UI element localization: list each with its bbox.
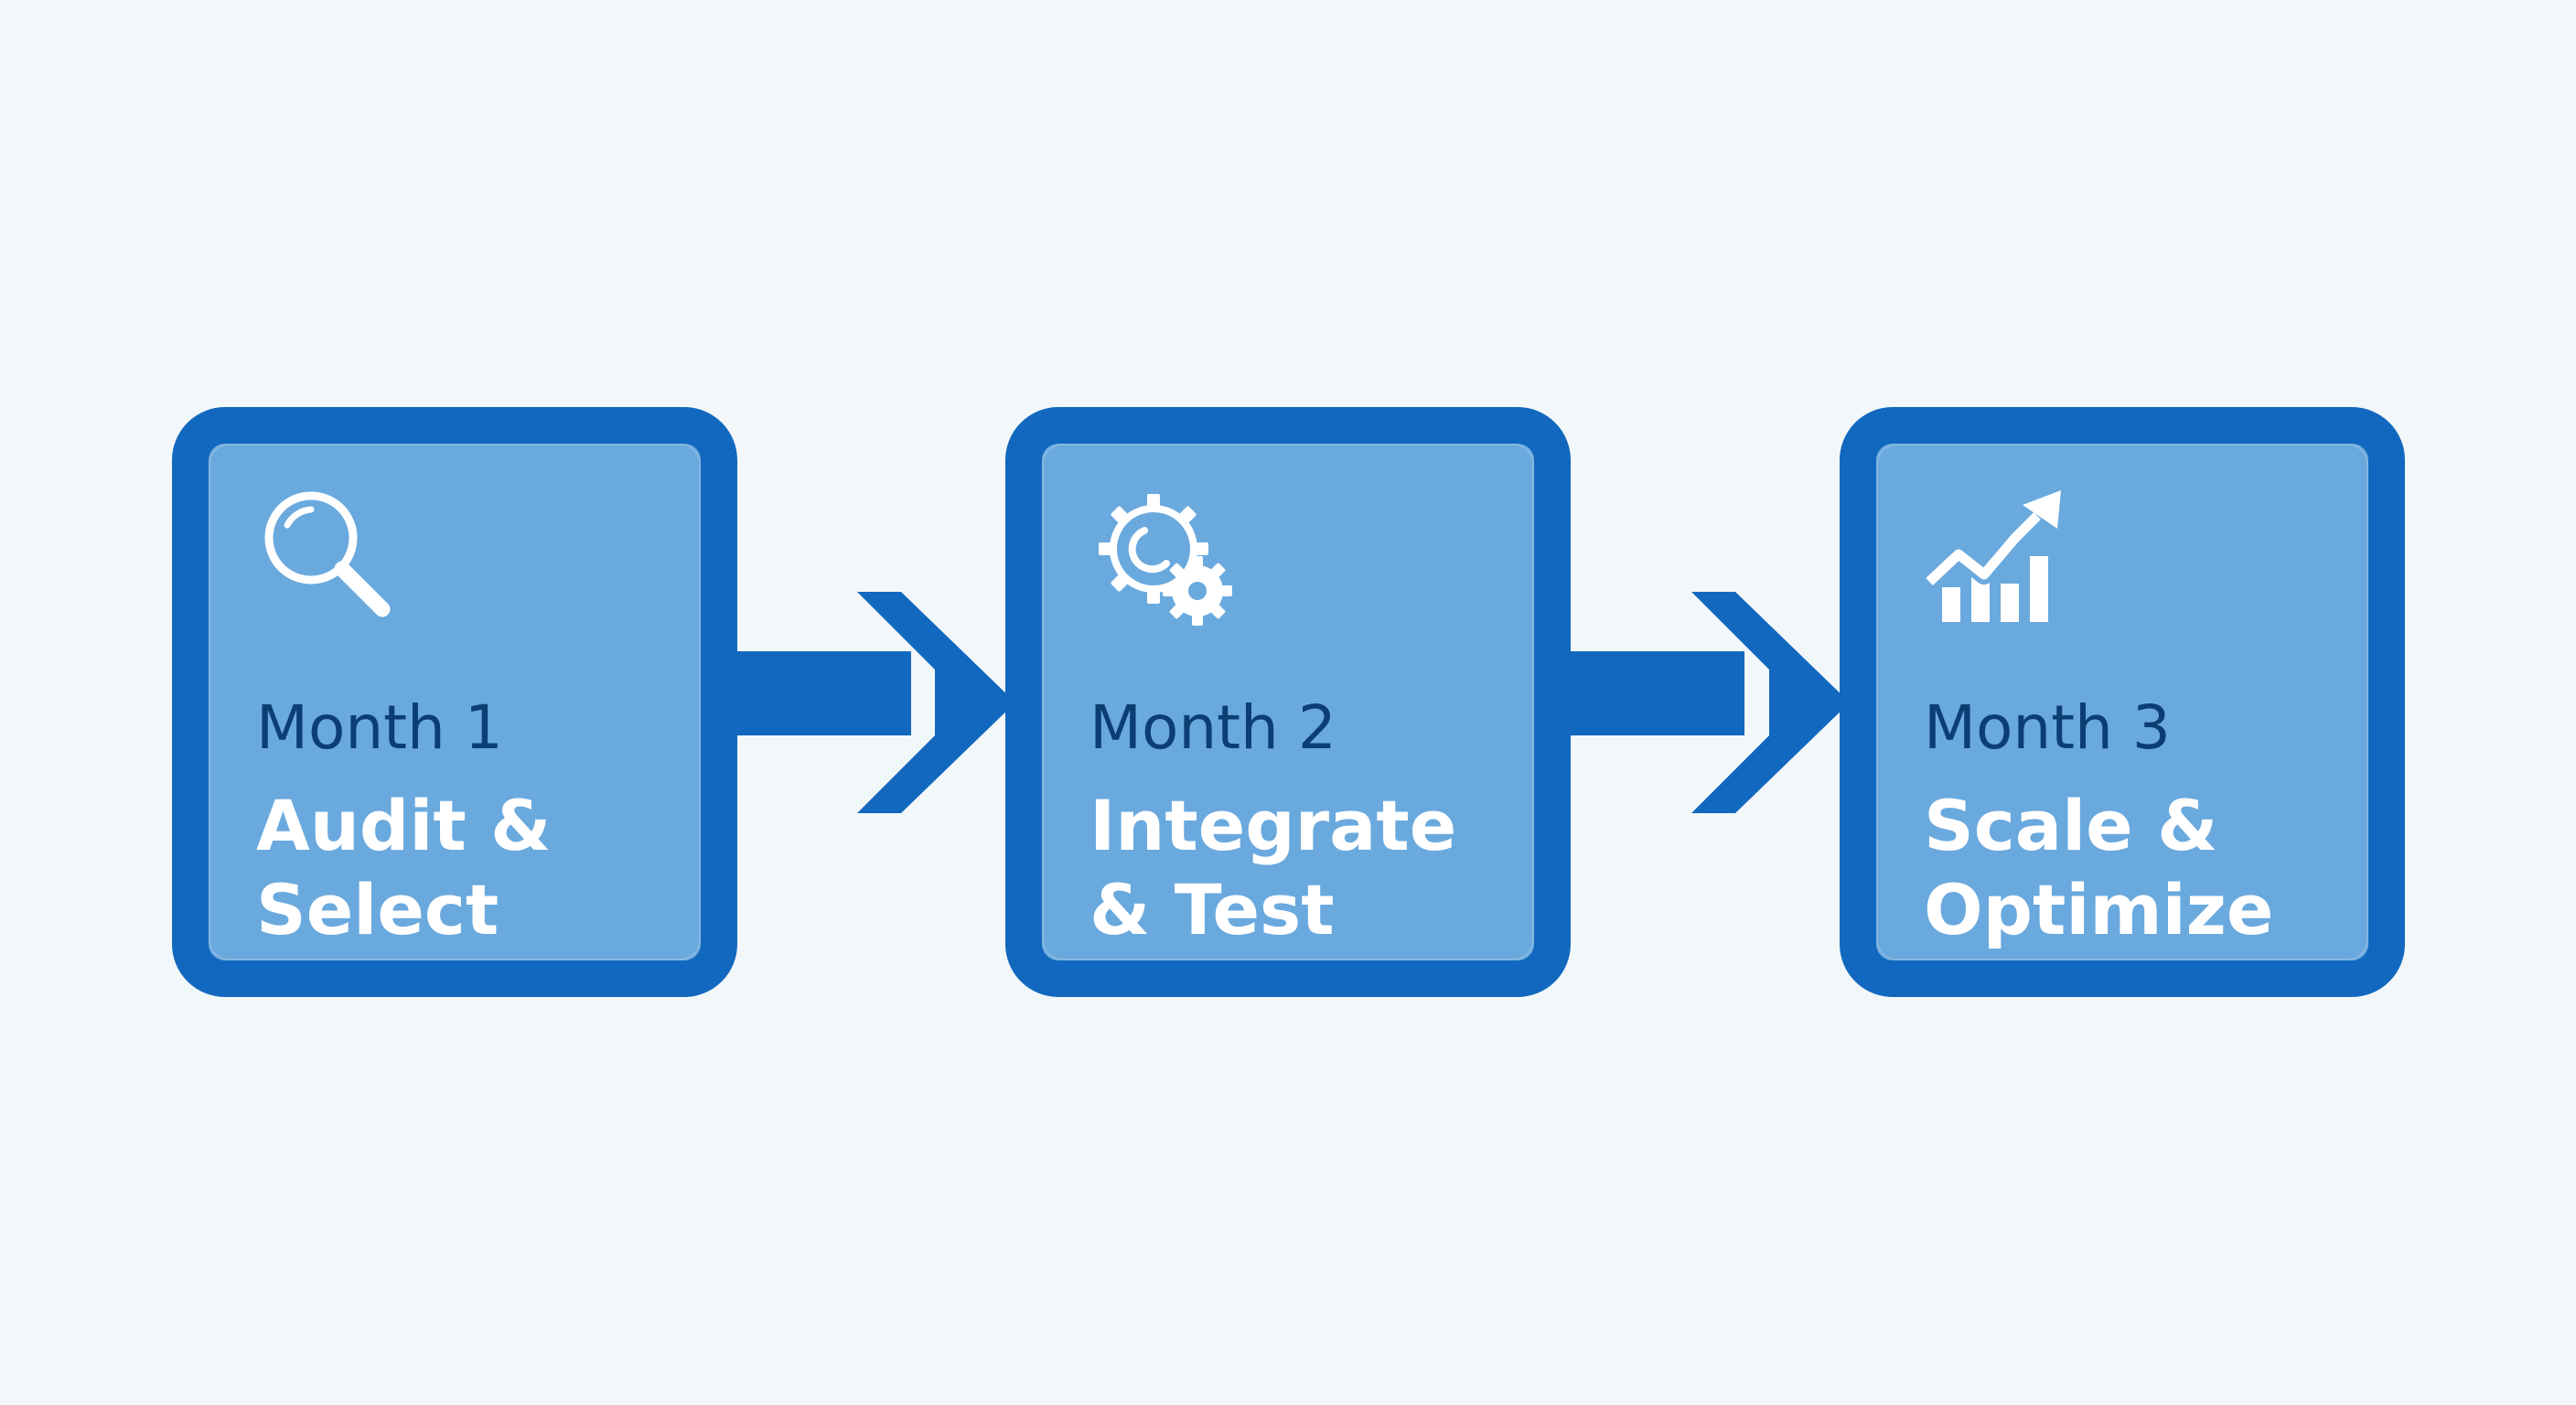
step-title-line: Audit & [256,785,552,866]
step-title: Integrate & Test [1089,784,1456,952]
growth-chart-icon [1924,490,2061,622]
step-title-line: Integrate [1089,785,1457,866]
step-card-month-1: Month 1 Audit & Select [172,407,737,997]
step-month-label: Month 2 [1089,692,1336,763]
step-title: Scale & Optimize [1924,784,2273,952]
step-title-line: & Test [1089,869,1335,950]
step-title-line: Select [256,869,499,950]
gears-icon [1099,494,1232,626]
step-card-month-2: Month 2 Integrate & Test [1005,407,1571,997]
arrow-right-icon [857,592,1015,813]
step-month-label: Month 1 [256,692,503,763]
step-month-label: Month 3 [1924,692,2171,763]
step-title-line: Scale & [1924,785,2218,866]
step-card-month-3: Month 3 Scale & Optimize [1840,407,2405,997]
step-title: Audit & Select [256,784,551,952]
connector-arrow-2 [1534,592,1850,813]
step-title-line: Optimize [1924,869,2274,950]
connector-arrow-1 [701,592,1015,813]
arrow-right-icon [1691,592,1850,813]
magnifying-glass-icon [264,491,391,617]
